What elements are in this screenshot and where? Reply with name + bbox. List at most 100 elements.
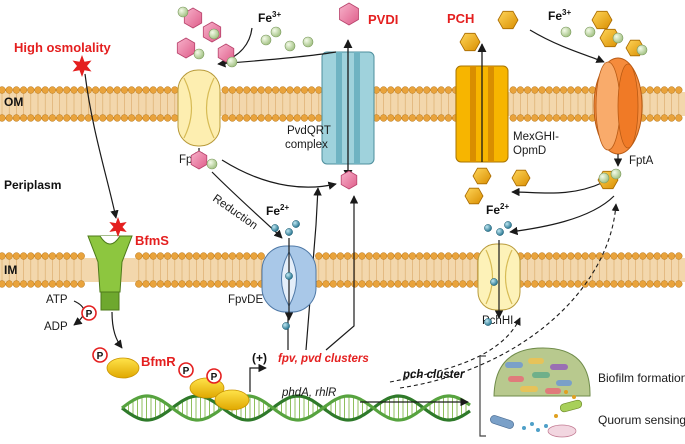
lipid-head <box>653 280 661 288</box>
fe3-label-right: Fe3+ <box>548 8 571 23</box>
lipid-head <box>286 86 294 94</box>
atp-label: ATP <box>46 294 68 306</box>
lipid-head <box>307 114 316 122</box>
dna-to-periplasm-arrow <box>305 187 322 351</box>
lipid-head <box>27 252 35 260</box>
lipid-head <box>351 280 359 288</box>
lipid-head <box>19 280 28 288</box>
lipid-head <box>408 86 417 94</box>
lipid-head <box>250 86 258 94</box>
lipid-head <box>142 114 150 122</box>
osmolality-star-icon <box>72 55 92 77</box>
pvdqrt-complex <box>321 39 375 179</box>
lipid-head <box>257 86 265 94</box>
lipid-head <box>163 86 172 94</box>
lipid-head <box>106 86 114 94</box>
lipid-head <box>235 252 244 260</box>
lipid-head <box>545 252 553 260</box>
pvdi-hexagon <box>176 37 196 59</box>
lipid-head <box>77 86 85 94</box>
lipid-head <box>156 86 165 94</box>
lipid-head <box>99 86 107 94</box>
lipid-head <box>595 280 604 288</box>
lipid-head <box>603 280 611 288</box>
lipid-head <box>77 114 85 122</box>
lipid-head <box>279 86 287 94</box>
lipid-head <box>336 280 345 288</box>
lipid-head <box>559 252 568 260</box>
lipid-head <box>423 114 431 122</box>
lipid-head <box>329 252 337 260</box>
lipid-head <box>653 86 661 94</box>
lipid-head <box>55 252 64 260</box>
lipid-head <box>531 280 539 288</box>
svg-text:P: P <box>211 372 218 383</box>
lipid-head <box>617 280 625 288</box>
lipid-head <box>34 86 42 94</box>
lipid-head <box>84 86 93 94</box>
lipid-head <box>545 280 553 288</box>
lipid-head <box>19 252 28 260</box>
lipid-head <box>171 86 179 94</box>
lipid-head <box>156 114 165 122</box>
lipid-head <box>120 114 129 122</box>
lipid-head <box>12 280 21 288</box>
fe2-sphere <box>490 278 498 286</box>
lipid-head <box>12 252 21 260</box>
lipid-head <box>394 280 402 288</box>
lipid-head <box>343 252 352 260</box>
pvdi-hexagon <box>190 150 208 170</box>
lipid-head <box>595 252 604 260</box>
lipid-head <box>235 280 244 288</box>
lipid-head <box>581 252 589 260</box>
red-star-shape <box>72 55 92 77</box>
dna-helix <box>121 394 471 422</box>
lipid-head <box>214 252 222 260</box>
lipid-head <box>250 114 258 122</box>
fe3-sphere <box>636 44 648 56</box>
pvdi-hexagon <box>339 2 359 26</box>
lipid-head <box>531 252 539 260</box>
lipid-head <box>48 280 57 288</box>
im-label: IM <box>4 263 17 277</box>
lipid-head <box>113 114 121 122</box>
quorum-sensing-label: Quorum sensing <box>598 413 685 427</box>
lipid-head <box>286 114 294 122</box>
lipid-head <box>387 114 395 122</box>
pch-cluster-label: pch cluster <box>402 369 465 381</box>
lipid-head <box>149 280 157 288</box>
lipid-head <box>459 252 467 260</box>
lipid-head <box>63 252 71 260</box>
lipid-head <box>156 252 165 260</box>
lipid-head <box>437 280 445 288</box>
lipid-head <box>394 252 402 260</box>
lipid-head <box>243 280 251 288</box>
lipid-head <box>91 86 100 94</box>
high-osmolality-label: High osmolality <box>14 40 112 55</box>
lipid-head <box>509 86 517 94</box>
lipid-head <box>142 280 150 288</box>
lipid-head <box>379 114 388 122</box>
lipid-head <box>127 114 136 122</box>
fe2-sphere <box>496 228 504 236</box>
pvdqrt-label-1: PvdQRT <box>287 125 331 137</box>
lipid-head <box>70 280 78 288</box>
dna-strand <box>121 394 471 422</box>
lipid-head <box>63 114 71 122</box>
lipid-head <box>264 114 273 122</box>
lipid-head <box>401 252 409 260</box>
lipid-head <box>19 114 28 122</box>
fe3-sphere <box>193 48 205 60</box>
lipid-head <box>660 252 669 260</box>
lipid-head <box>660 280 669 288</box>
lipid-head <box>567 86 575 94</box>
biofilm-icon <box>493 347 591 397</box>
lipid-head <box>163 114 172 122</box>
lipid-head <box>27 280 35 288</box>
pch-hexagon <box>464 187 484 205</box>
lipid-head <box>322 280 330 288</box>
fe3-iron-spheres <box>177 6 648 184</box>
pch-to-pchhi-arrow <box>389 317 521 383</box>
